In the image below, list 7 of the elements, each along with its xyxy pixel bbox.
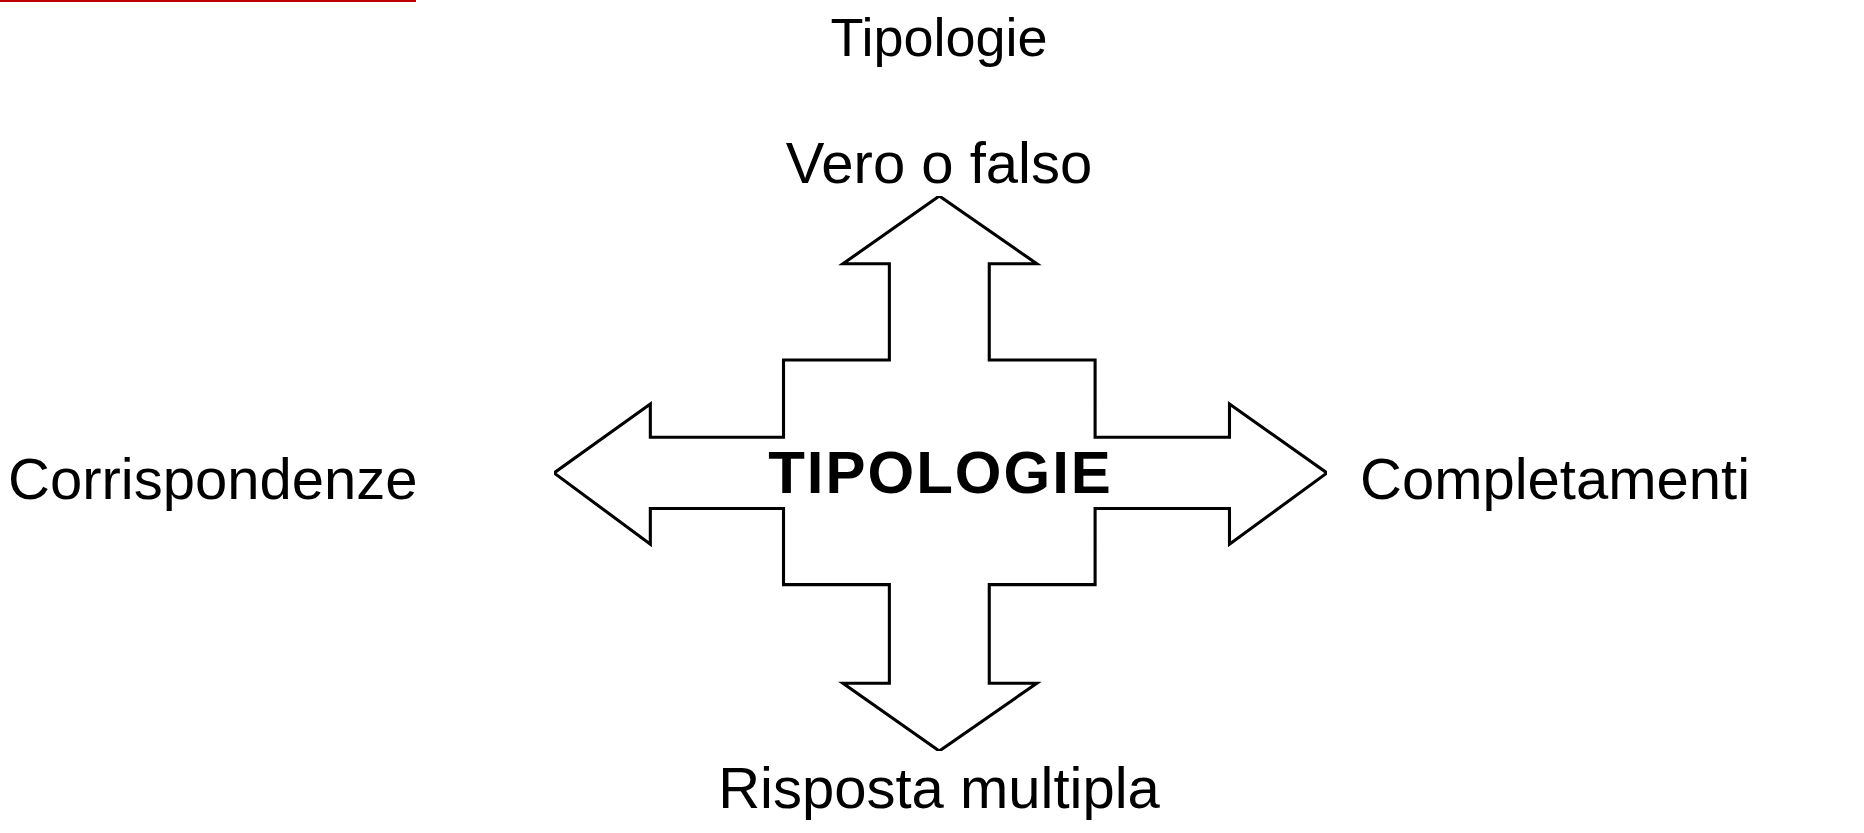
four-way-arrow <box>554 196 1327 751</box>
category-label: Risposta multipla <box>717 754 1161 822</box>
category-label: Corrispondenze <box>8 445 419 513</box>
category-label: Vero o falso <box>784 129 1094 197</box>
category-label: Completamenti <box>1360 445 1752 513</box>
center-label: TIPOLOGIE <box>767 440 1114 506</box>
title: Tipologie <box>829 6 1049 68</box>
